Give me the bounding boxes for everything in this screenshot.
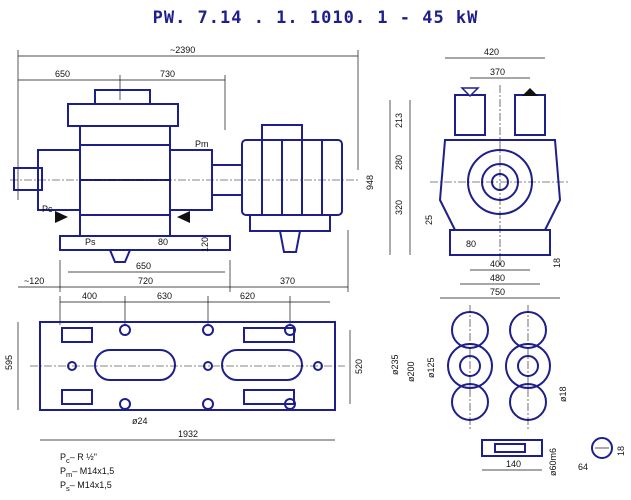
dim-948: 948: [365, 175, 375, 190]
dim-140: 140: [506, 459, 521, 469]
dim-370-end: 370: [490, 67, 505, 77]
drawing-title: PW. 7.14 . 1. 1010. 1 - 45 kW: [152, 8, 479, 28]
dim-213: 213: [394, 113, 404, 128]
dim-400-end: 400: [490, 259, 505, 269]
dim-420: 420: [484, 47, 499, 57]
side-view: ~2390 650 730: [10, 45, 360, 292]
anchor-bolt-3: [284, 324, 296, 336]
dim-1932: 1932: [178, 429, 198, 439]
dim-d235: ø235: [390, 354, 400, 375]
connection-pc: Pc– R ½": [60, 452, 97, 465]
outlet-marker: [522, 88, 538, 96]
anchor-bolt-6: [284, 398, 296, 410]
dim-595: 595: [4, 355, 14, 370]
dim-18-end: 18: [552, 258, 562, 268]
dim-750: 750: [490, 287, 505, 297]
plan-pad-top-left: [61, 327, 93, 343]
dim-630: 630: [157, 291, 172, 301]
inlet-marker: [460, 87, 480, 98]
plan-pad-bottom-left: [61, 389, 93, 405]
end-left-nozzle: [454, 94, 486, 136]
pc-arrow-left: [55, 211, 68, 223]
electric-motor: [241, 139, 343, 216]
dim-80-side: 80: [158, 237, 168, 247]
dim-18-shaft: 18: [616, 446, 626, 456]
plan-pad-top-right: [243, 327, 295, 343]
dim-650-bottom: 650: [136, 261, 151, 271]
dim-64: 64: [578, 462, 588, 472]
dim-280: 280: [394, 155, 404, 170]
pump-baseframe: [59, 235, 231, 251]
pump-right-cover: [169, 149, 213, 211]
dim-480: 480: [490, 273, 505, 283]
motor-foot: [278, 230, 302, 253]
shaft-keyway: [494, 443, 526, 453]
anchor-bolt-5: [202, 398, 214, 410]
label-ps: Ps: [85, 237, 96, 247]
end-view: 420 370 948 213 280 320 25 80 400: [365, 47, 570, 299]
dim-d125: ø125: [426, 357, 436, 378]
plan-pad-bottom-right: [243, 389, 295, 405]
dim-25: 25: [424, 215, 434, 225]
pump-top-manifold: [67, 103, 179, 127]
anchor-bolt-2: [202, 324, 214, 336]
dim-320: 320: [394, 200, 404, 215]
connection-pm: Pm– M14x1,5: [60, 466, 115, 479]
pump-suction-flange: [94, 89, 151, 105]
dim-650-top: 650: [55, 69, 70, 79]
dim-730-top: 730: [160, 69, 175, 79]
shaft-view: 140 ø60m6 64 18: [481, 437, 626, 476]
dim-120-bottom: ~120: [24, 276, 44, 286]
anchor-bolt-4: [119, 398, 131, 410]
dim-620: 620: [240, 291, 255, 301]
dim-370: 370: [280, 276, 295, 286]
shaft-end: [481, 439, 543, 457]
end-right-nozzle: [514, 94, 546, 136]
pump-foot: [108, 249, 132, 263]
dim-d18-flange: ø18: [558, 386, 568, 402]
shaft-section: [591, 437, 613, 459]
dim-720: 720: [138, 276, 153, 286]
motor-baseframe: [249, 214, 331, 232]
dim-120-side: 120: [200, 237, 210, 252]
label-pm: Pm: [195, 139, 209, 149]
flange-view: ø235 ø200 ø125 ø18: [390, 305, 568, 430]
label-pc: Pc: [42, 204, 53, 214]
dim-d24: ø24: [132, 416, 148, 426]
dim-d60m6: ø60m6: [548, 448, 558, 476]
anchor-bolt-1: [119, 324, 131, 336]
dim-80-end: 80: [466, 239, 476, 249]
plan-slot-right: [221, 349, 303, 381]
dim-520: 520: [354, 359, 364, 374]
plan-slot-left: [94, 349, 176, 381]
dim-overall-length: ~2390: [170, 45, 195, 55]
dim-400-plan: 400: [82, 291, 97, 301]
motor-terminal-box: [261, 124, 303, 141]
connection-ps: Ps– M14x1,5: [60, 480, 112, 493]
dim-d200: ø200: [406, 361, 416, 382]
pc-arrow-right: [177, 211, 190, 223]
pump-shaft-end: [13, 167, 43, 191]
plan-view: 400 630 620 595 520 ø24: [4, 291, 364, 441]
